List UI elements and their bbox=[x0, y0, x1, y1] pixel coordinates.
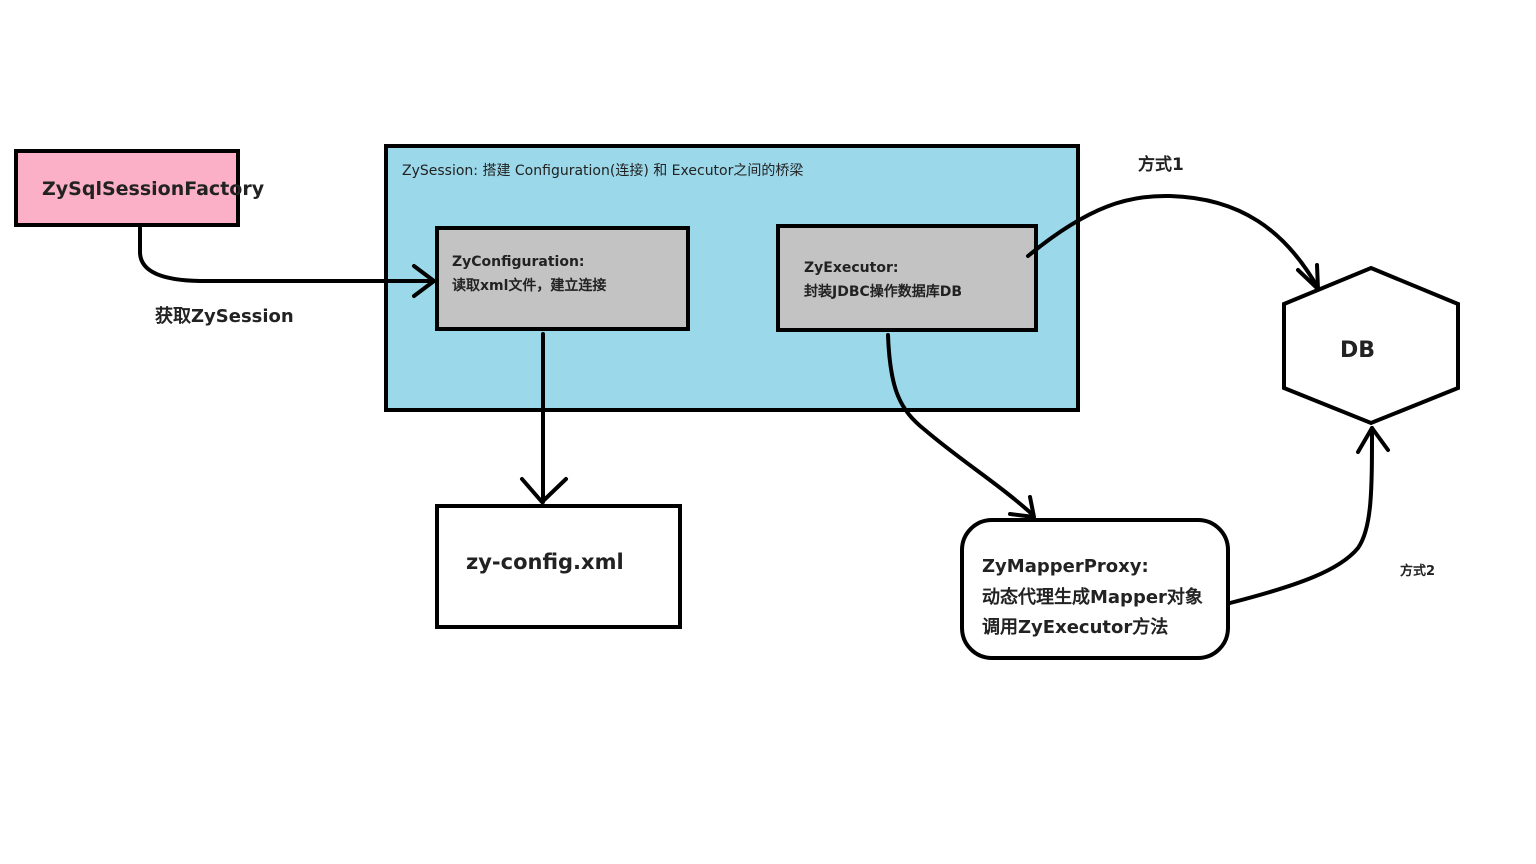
mapper-proxy-line2: 调用ZyExecutor方法 bbox=[982, 617, 1169, 638]
arrowhead-read-config bbox=[520, 477, 568, 504]
mapper-proxy-title: ZyMapperProxy: bbox=[982, 556, 1149, 577]
arrow-executor-to-mapper bbox=[886, 333, 1035, 517]
db-label: DB bbox=[1340, 338, 1376, 363]
configuration-desc: 读取xml文件，建立连接 bbox=[452, 278, 607, 294]
executor-title: ZyExecutor: bbox=[804, 260, 899, 276]
mapper-proxy-box bbox=[960, 518, 1230, 660]
get-session-label: 获取ZySession bbox=[155, 306, 294, 327]
mapper-proxy-line1: 动态代理生成Mapper对象 bbox=[982, 587, 1203, 608]
configuration-box bbox=[435, 226, 690, 331]
way2-label: 方式2 bbox=[1400, 564, 1436, 579]
arrow-way1 bbox=[1026, 193, 1320, 290]
arrowhead-get-session bbox=[412, 264, 436, 298]
configuration-title: ZyConfiguration: bbox=[452, 254, 585, 270]
arrowhead-executor-to-mapper bbox=[1008, 495, 1036, 519]
arrow-way2 bbox=[1228, 426, 1374, 605]
arrowhead-way1 bbox=[1296, 263, 1320, 291]
db-hexagon bbox=[1282, 265, 1460, 426]
arrow-get-session bbox=[138, 226, 434, 283]
way1-label: 方式1 bbox=[1138, 155, 1184, 175]
factory-label: ZySqlSessionFactory bbox=[42, 178, 265, 200]
factory-box bbox=[14, 149, 240, 227]
session-label: ZySession: 搭建 Configuration(连接) 和 Execut… bbox=[402, 163, 804, 179]
config-file-box bbox=[435, 504, 682, 629]
executor-box bbox=[776, 224, 1038, 332]
config-file-label: zy-config.xml bbox=[466, 550, 624, 574]
arrowhead-way2 bbox=[1356, 426, 1390, 454]
executor-desc: 封装JDBC操作数据库DB bbox=[804, 284, 963, 300]
